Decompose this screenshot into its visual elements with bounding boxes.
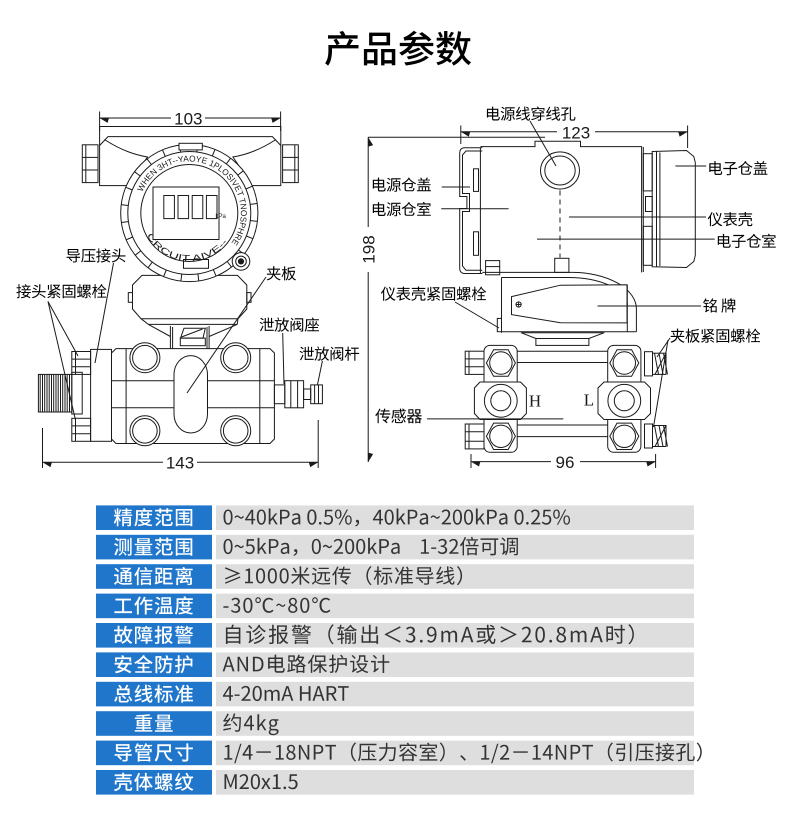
svg-text:123: 123 [562, 124, 590, 143]
svg-text:96: 96 [556, 453, 575, 472]
svg-text:103: 103 [174, 110, 202, 129]
svg-text:kPa: kPa [216, 214, 227, 220]
svg-text:L: L [584, 391, 594, 410]
svg-text:143: 143 [166, 454, 194, 473]
svg-text:H: H [529, 392, 541, 411]
svg-text:198: 198 [360, 235, 379, 263]
